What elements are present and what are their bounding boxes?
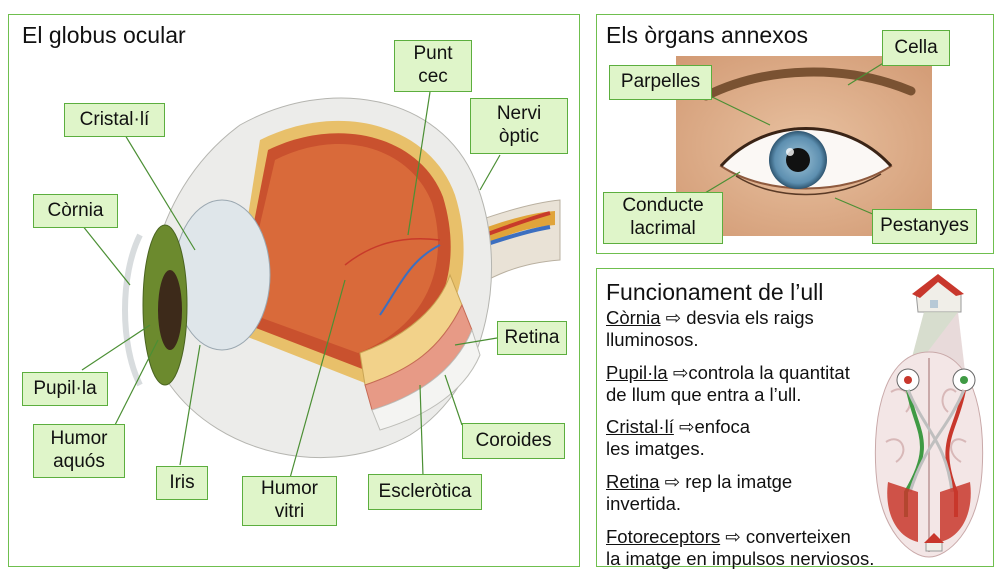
label-esclerotica: Escleròtica [368,474,482,510]
term: Fotoreceptors [606,526,721,547]
annex-panel-title: Els òrgans annexos [606,22,809,48]
term: Còrnia [606,307,661,328]
function-panel-title: Funcionament de l’ull [606,279,824,305]
label-nervi-optic: Nervi òptic [470,98,568,154]
label-cella: Cella [882,30,950,66]
label-coroides: Coroides [462,423,565,459]
label-iris: Iris [156,466,208,500]
desc-line2: invertida. [606,493,682,514]
eyeball-panel-title: El globus ocular [22,22,186,48]
desc-line2: lluminosos. [606,329,699,350]
arrow: ⇨ [667,362,689,383]
brain-vision-illustration [874,274,984,558]
function-item-cornia: Còrnia ⇨ desvia els raigs lluminosos. [606,307,896,351]
desc-line1: controla la quantitat [688,362,850,383]
term: Retina [606,471,660,492]
desc-line2: les imatges. [606,438,705,459]
function-item-retina: Retina ⇨ rep la imatge invertida. [606,471,896,515]
label-pupila: Pupil·la [22,372,108,406]
label-parpelles: Parpelles [609,65,712,100]
term: Pupil·la [606,362,668,383]
function-item-fotoreceptors: Fotoreceptors ⇨ converteixen la imatge e… [606,526,906,570]
arrow: ⇨ [659,471,686,492]
function-item-cristalli: Cristal·lí ⇨enfoca les imatges. [606,416,896,460]
function-item-pupila: Pupil·la ⇨controla la quantitat de llum … [606,362,896,406]
desc-line1: enfoca [694,416,751,437]
desc-line1: converteixen [745,526,851,547]
label-retina: Retina [497,321,567,355]
desc-line2: de llum que entra a l’ull. [606,384,802,405]
label-cornia: Còrnia [33,194,118,228]
label-conducte-lacrimal: Conducte lacrimal [603,192,723,244]
label-humor-vitri: Humor vitri [242,476,337,526]
arrow: ⇨ [660,307,687,328]
term: Cristal·lí [606,416,674,437]
desc-line1: rep la imatge [685,471,793,492]
desc-line2: la imatge en impulsos nerviosos. [606,548,875,569]
eyeball-illustration [122,97,561,459]
label-humor-aquos: Humor aquós [33,424,125,478]
arrow: ⇨ [673,416,695,437]
desc-line1: desvia els raigs [686,307,814,328]
label-punt-cec: Punt cec [394,40,472,92]
eye-photo-illustration [676,56,932,236]
label-cristalli: Cristal·lí [64,103,165,137]
arrow: ⇨ [720,526,746,547]
label-pestanyes: Pestanyes [872,209,977,244]
